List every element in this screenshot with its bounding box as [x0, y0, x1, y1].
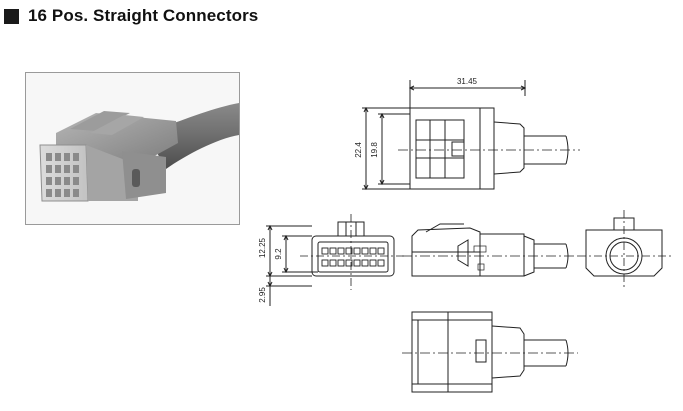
top-view-drawing [362, 80, 580, 191]
dim-front-height: 12.25 [258, 237, 267, 258]
heading-square-icon [4, 8, 19, 24]
dim-front-inner: 9.2 [274, 248, 283, 260]
bottom-view-drawing [402, 311, 578, 393]
connector-photo-image [26, 73, 239, 224]
section-heading: 16 Pos. Straight Connectors [4, 6, 258, 26]
front-view-drawing [266, 214, 404, 306]
page-title: 16 Pos. Straight Connectors [28, 6, 259, 25]
rear-view-drawing [578, 210, 672, 290]
dim-height-outer: 22.4 [354, 142, 363, 158]
side-view-drawing [402, 223, 578, 277]
dim-front-offset: 2.95 [258, 287, 267, 303]
dim-overall-length: 31.45 [457, 77, 478, 86]
dim-height-inner: 19.8 [370, 142, 379, 158]
connector-photo [25, 72, 240, 225]
